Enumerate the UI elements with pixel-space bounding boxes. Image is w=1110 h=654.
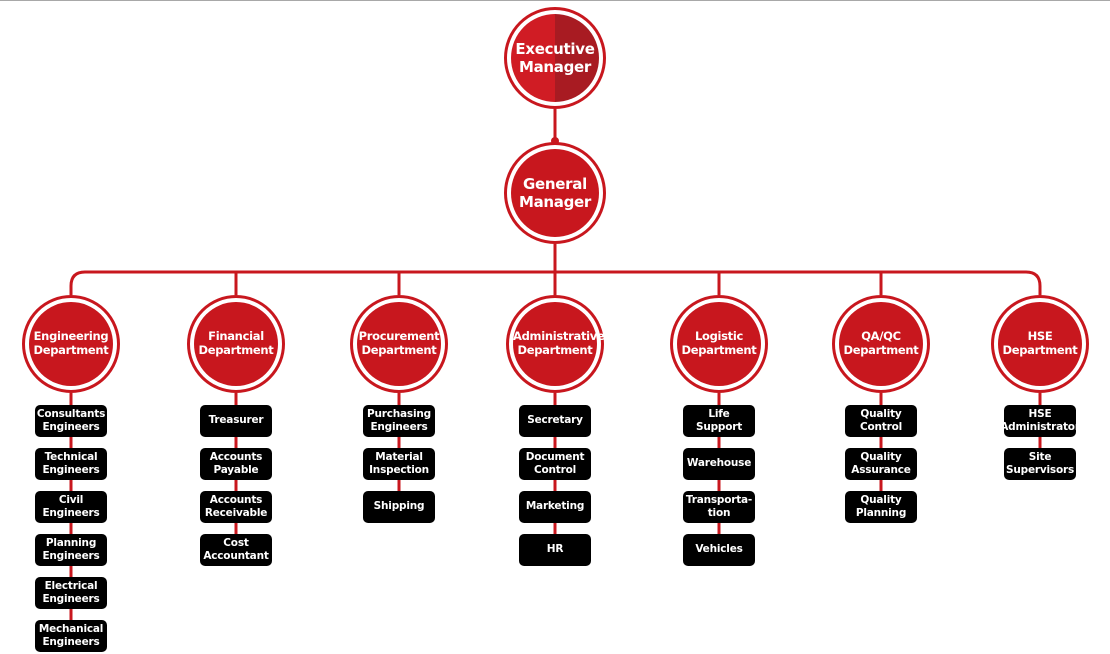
department-node[interactable]: Financial Department xyxy=(187,295,285,393)
role-box[interactable]: Shipping xyxy=(363,491,435,523)
department-node[interactable]: QA/QC Department xyxy=(832,295,930,393)
executive-manager-label: Executive Manager xyxy=(515,40,595,76)
role-box[interactable]: Vehicles xyxy=(683,534,755,566)
role-box[interactable]: Purchasing Engineers xyxy=(363,405,435,437)
department-node[interactable]: HSE Department xyxy=(991,295,1089,393)
role-box[interactable]: Cost Accountant xyxy=(200,534,272,566)
department-label: Administrative Department xyxy=(513,329,605,357)
department-label: Financial Department xyxy=(198,329,274,357)
role-box[interactable]: Life Support xyxy=(683,405,755,437)
role-box[interactable]: Material Inspection xyxy=(363,448,435,480)
top-border xyxy=(0,0,1110,1)
department-node[interactable]: Administrative Department xyxy=(506,295,605,393)
role-box[interactable]: Site Supervisors xyxy=(1004,448,1076,480)
department-label: Logistic Department xyxy=(681,329,757,357)
role-box[interactable]: Document Control xyxy=(519,448,591,480)
department-node[interactable]: Engineering Department xyxy=(22,295,120,393)
role-box[interactable]: Secretary xyxy=(519,405,591,437)
department-label: Procurement Department xyxy=(358,329,440,357)
department-node[interactable]: Procurement Department xyxy=(350,295,448,393)
role-box[interactable]: Marketing xyxy=(519,491,591,523)
department-label: HSE Department xyxy=(1002,329,1078,357)
role-box[interactable]: Consultants Engineers xyxy=(35,405,107,437)
role-box[interactable]: Electrical Engineers xyxy=(35,577,107,609)
general-manager-label: General Manager xyxy=(518,175,592,211)
general-manager-node[interactable]: General Manager xyxy=(504,142,606,244)
role-box[interactable]: Warehouse xyxy=(683,448,755,480)
role-box[interactable]: Mechanical Engineers xyxy=(35,620,107,652)
department-label: Engineering Department xyxy=(33,329,109,357)
role-box[interactable]: Accounts Receivable xyxy=(200,491,272,523)
role-box[interactable]: Technical Engineers xyxy=(35,448,107,480)
executive-manager-node[interactable]: Executive Manager xyxy=(504,7,606,109)
department-label: QA/QC Department xyxy=(843,329,919,357)
role-box[interactable]: Planning Engineers xyxy=(35,534,107,566)
role-box[interactable]: Quality Assurance xyxy=(845,448,917,480)
role-box[interactable]: Quality Planning xyxy=(845,491,917,523)
role-box[interactable]: Transporta-tion xyxy=(683,491,755,523)
role-box[interactable]: HSE Administrator xyxy=(1000,405,1080,437)
role-box[interactable]: Quality Control xyxy=(845,405,917,437)
department-node[interactable]: Logistic Department xyxy=(670,295,768,393)
role-box[interactable]: Civil Engineers xyxy=(35,491,107,523)
role-box[interactable]: Treasurer xyxy=(200,405,272,437)
role-box[interactable]: Accounts Payable xyxy=(200,448,272,480)
role-box[interactable]: HR xyxy=(519,534,591,566)
